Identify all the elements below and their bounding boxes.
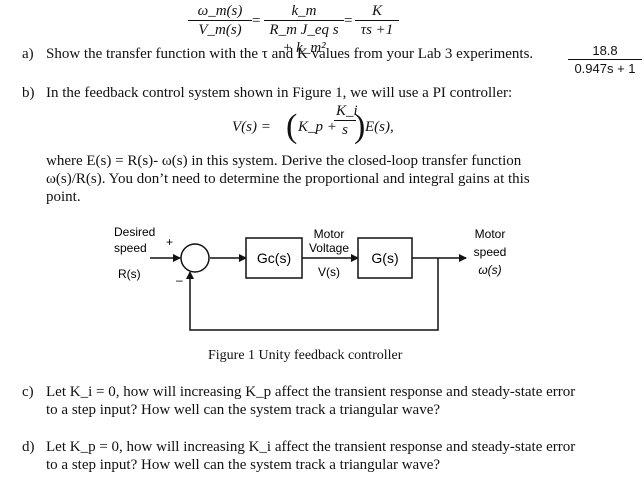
pi-eq-rhs: E(s), bbox=[365, 119, 394, 135]
gc-label: Gc(s) bbox=[257, 250, 291, 266]
desired-label-line2: speed bbox=[114, 241, 147, 255]
signal-lines bbox=[150, 254, 467, 331]
pi-eq-right-paren: ) bbox=[354, 108, 366, 145]
eq1-mid-fraction: k_m R_m J_eq s + k_m² bbox=[264, 2, 344, 57]
pi-eq-left-paren: ( bbox=[286, 108, 298, 145]
eq1-lhs-num: ω_m(s) bbox=[188, 2, 252, 21]
part-c-line2: to a step input? How well can the system… bbox=[46, 402, 441, 418]
part-b-para-line1: where E(s) = R(s)- ω(s) in this system. … bbox=[46, 153, 522, 169]
eq1-lhs-den: V_m(s) bbox=[198, 22, 242, 38]
g-block bbox=[357, 237, 413, 279]
part-d-label: d) bbox=[22, 439, 35, 455]
eq1-equals-1: = bbox=[252, 13, 261, 29]
pi-eq-kp: K_p + bbox=[298, 119, 337, 135]
motor-speed-line2: speed bbox=[474, 245, 507, 259]
motor-voltage-line1: Motor bbox=[314, 227, 345, 241]
part-b-label: b) bbox=[22, 85, 35, 101]
plus-sign: + bbox=[166, 235, 173, 249]
eq1-mid-num: k_m bbox=[264, 2, 344, 21]
gc-block bbox=[245, 237, 303, 279]
motor-speed-line1: Motor bbox=[475, 227, 506, 241]
eq1-mid-den: R_m J_eq s + k_m² bbox=[269, 22, 339, 56]
eq1-rhs-num: K bbox=[355, 2, 399, 21]
eq1-equals-2: = bbox=[344, 13, 353, 29]
answer-den: 0.947s + 1 bbox=[574, 61, 636, 76]
minus-sign: – bbox=[176, 273, 183, 287]
part-b-para-line2: ω(s)/R(s). You don’t need to determine t… bbox=[46, 171, 530, 187]
part-b-para-line3: point. bbox=[46, 189, 81, 205]
motor-voltage-line2: Voltage bbox=[309, 241, 349, 255]
part-c-line1: Let K_i = 0, how will increasing K_p aff… bbox=[46, 384, 576, 400]
part-c-label: c) bbox=[22, 384, 34, 400]
part-a-text: Show the transfer function with the τ an… bbox=[46, 46, 534, 62]
answer-fraction: 18.8 0.947s + 1 bbox=[568, 42, 642, 77]
pi-eq-ki-fraction: K_i s bbox=[334, 102, 358, 139]
part-d-line1: Let K_p = 0, how will increasing K_i aff… bbox=[46, 439, 576, 455]
motor-speed-line3: ω(s) bbox=[478, 263, 501, 277]
summing-junction bbox=[180, 243, 210, 273]
pi-eq-lhs: V(s) = bbox=[232, 119, 271, 135]
eq1-rhs-fraction: K τs +1 bbox=[355, 2, 399, 39]
eq1-lhs-fraction: ω_m(s) V_m(s) bbox=[188, 2, 252, 39]
pi-eq-s: s bbox=[342, 122, 348, 138]
eq1-rhs-den: τs +1 bbox=[360, 22, 394, 38]
answer-num: 18.8 bbox=[568, 42, 642, 60]
part-a-label: a) bbox=[22, 46, 34, 62]
r-label: R(s) bbox=[118, 267, 141, 281]
part-d-line2: to a step input? How well can the system… bbox=[46, 457, 441, 473]
desired-label-line1: Desired bbox=[114, 225, 155, 239]
pi-eq-ki: K_i bbox=[334, 103, 358, 121]
v-label: V(s) bbox=[318, 265, 340, 279]
g-label: G(s) bbox=[371, 250, 398, 266]
part-b-text: In the feedback control system shown in … bbox=[46, 85, 513, 101]
figure-caption: Figure 1 Unity feedback controller bbox=[208, 348, 403, 363]
